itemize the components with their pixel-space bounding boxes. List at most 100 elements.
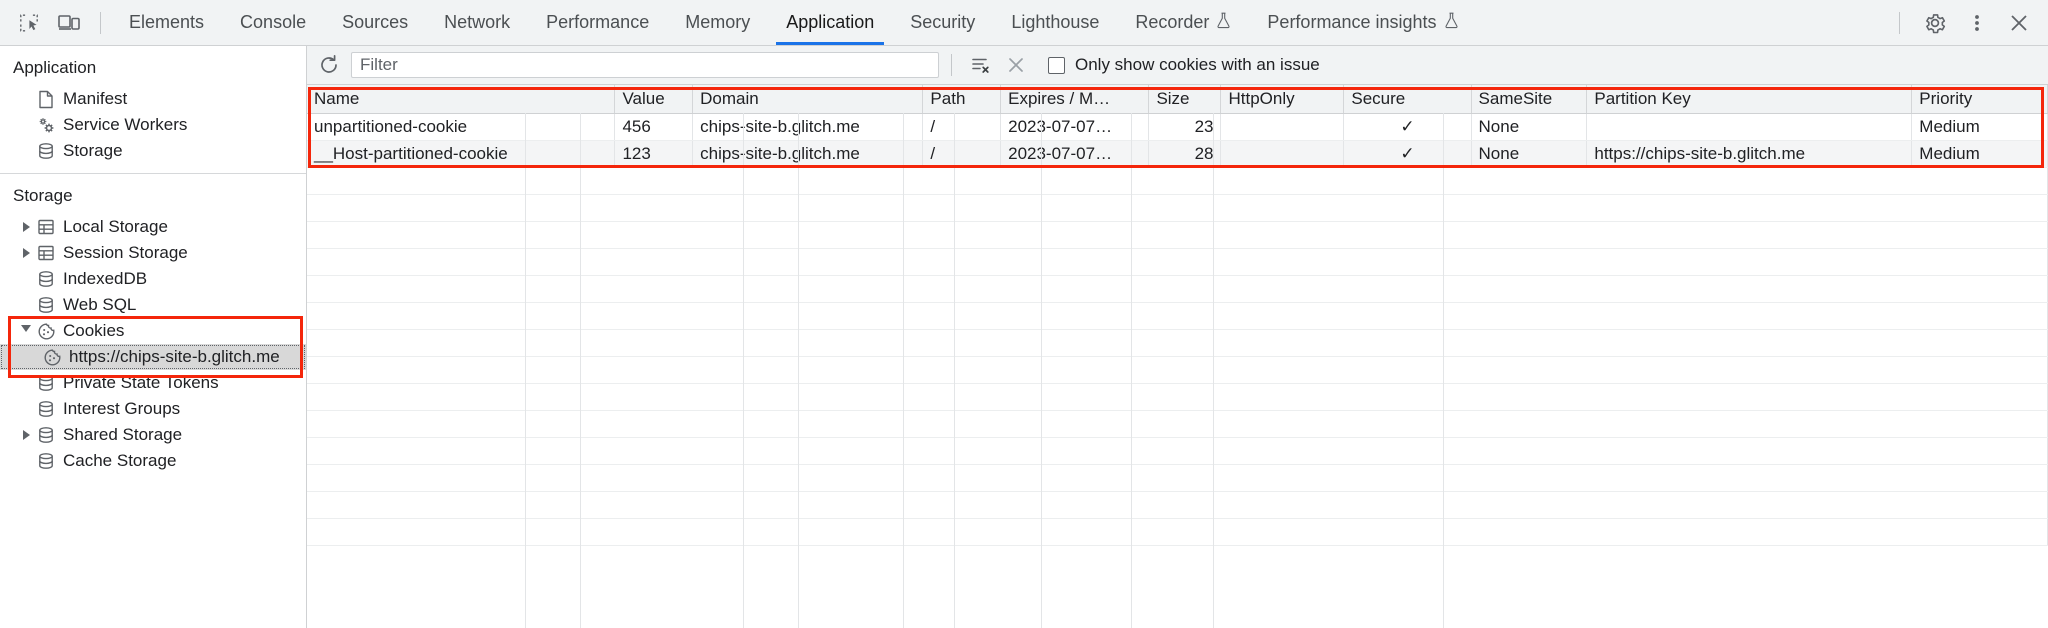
tab-label: Performance <box>546 12 650 32</box>
column-header-priority[interactable]: Priority <box>1911 85 2048 114</box>
chevron-right-icon[interactable] <box>18 245 34 261</box>
tab-label: Sources <box>342 12 409 32</box>
tab-recorder[interactable]: Recorder <box>1117 0 1249 45</box>
table-row[interactable]: unpartitioned-cookie 456 chips-site-b.gl… <box>307 113 2048 141</box>
tab-performance-insights[interactable]: Performance insights <box>1249 0 1476 45</box>
chevron-right-icon[interactable] <box>18 427 34 443</box>
tab-console[interactable]: Console <box>222 0 324 45</box>
tab-lighthouse[interactable]: Lighthouse <box>993 0 1117 45</box>
sidebar-item-manifest[interactable]: Manifest <box>0 86 306 112</box>
cell-partition-key[interactable]: https://chips-site-b.glitch.me <box>1586 140 1913 168</box>
column-header-name[interactable]: Name <box>307 85 616 114</box>
sidebar-section-storage: Storage Local Storage Session Storage <box>0 173 306 483</box>
tab-sources[interactable]: Sources <box>324 0 426 45</box>
column-header-partition-key[interactable]: Partition Key <box>1586 85 1913 114</box>
chevron-right-icon[interactable] <box>18 219 34 235</box>
tab-elements[interactable]: Elements <box>111 0 222 45</box>
column-header-path[interactable]: Path <box>922 85 1002 114</box>
clear-all-cookies-icon[interactable] <box>1000 50 1032 80</box>
column-header-size[interactable]: Size <box>1148 85 1222 114</box>
sidebar-item-service-workers[interactable]: Service Workers <box>0 112 306 138</box>
cell-secure[interactable]: ✓ <box>1343 140 1472 168</box>
cell-path[interactable]: / <box>922 113 1002 141</box>
sidebar-item-cache-storage[interactable]: Cache Storage <box>0 448 306 474</box>
device-toolbar-icon[interactable] <box>50 4 88 42</box>
cell-expires[interactable]: 2023-07-07… <box>1000 113 1150 141</box>
table-filler-row <box>307 167 2048 195</box>
clear-filter-icon[interactable] <box>964 50 996 80</box>
column-header-expires[interactable]: Expires / M… <box>1000 85 1150 114</box>
cell-path[interactable]: / <box>922 140 1002 168</box>
cookies-data-grid[interactable]: Name Value Domain Path Expires / M… Size… <box>307 85 2048 628</box>
sidebar-item-private-state-tokens[interactable]: Private State Tokens <box>0 370 306 396</box>
cell-partition-key[interactable] <box>1586 113 1913 141</box>
cell-name[interactable]: unpartitioned-cookie <box>307 113 616 141</box>
cell-priority[interactable]: Medium <box>1911 113 2048 141</box>
table-filler-row <box>307 437 2048 465</box>
gear-icon[interactable] <box>1916 4 1954 42</box>
sidebar-item-storage[interactable]: Storage <box>0 138 306 164</box>
cell-domain[interactable]: chips-site-b.glitch.me <box>692 140 924 168</box>
table-header-row: Name Value Domain Path Expires / M… Size… <box>307 85 2048 114</box>
inspect-element-icon[interactable] <box>10 4 48 42</box>
tab-label: Performance insights <box>1267 12 1437 32</box>
cell-domain[interactable]: chips-site-b.glitch.me <box>692 113 924 141</box>
tab-memory[interactable]: Memory <box>667 0 768 45</box>
kebab-menu-icon[interactable] <box>1958 4 1996 42</box>
cookies-panel: Filter <box>307 46 2048 628</box>
cell-priority[interactable]: Medium <box>1911 140 2048 168</box>
twisty-placeholder <box>18 453 34 469</box>
tab-network[interactable]: Network <box>426 0 528 45</box>
cell-samesite[interactable]: None <box>1471 140 1588 168</box>
sidebar-item-indexeddb[interactable]: IndexedDB <box>0 266 306 292</box>
column-header-secure[interactable]: Secure <box>1343 85 1472 114</box>
filter-input[interactable]: Filter <box>351 52 939 78</box>
cell-size[interactable]: 23 <box>1148 113 1222 141</box>
table-row[interactable]: __Host-partitioned-cookie 123 chips-site… <box>307 140 2048 168</box>
table-filler-row <box>307 329 2048 357</box>
sidebar-item-web-sql[interactable]: Web SQL <box>0 292 306 318</box>
close-icon[interactable] <box>2000 4 2038 42</box>
tab-bar-left-controls <box>0 0 111 45</box>
cell-httponly[interactable] <box>1220 113 1345 141</box>
column-header-domain[interactable]: Domain <box>692 85 924 114</box>
tab-performance[interactable]: Performance <box>528 0 667 45</box>
sidebar-item-local-storage[interactable]: Local Storage <box>0 214 306 240</box>
sidebar-item-shared-storage[interactable]: Shared Storage <box>0 422 306 448</box>
toolbar-divider <box>1899 11 1900 34</box>
sidebar-item-interest-groups[interactable]: Interest Groups <box>0 396 306 422</box>
table-icon <box>36 244 56 262</box>
tab-label: Console <box>240 12 307 32</box>
checkbox-box[interactable] <box>1048 56 1065 74</box>
table-filler-row <box>307 275 2048 303</box>
cell-value[interactable]: 123 <box>614 140 694 168</box>
refresh-icon[interactable] <box>313 50 345 80</box>
only-show-issues-checkbox[interactable]: Only show cookies with an issue <box>1048 55 1320 75</box>
cell-value[interactable]: 456 <box>614 113 694 141</box>
sidebar-item-session-storage[interactable]: Session Storage <box>0 240 306 266</box>
table-filler-row <box>307 518 2048 546</box>
devtools-tab-bar: Elements Console Sources Network Perform… <box>0 0 2048 46</box>
database-icon <box>36 296 56 314</box>
table-filler-row <box>307 302 2048 330</box>
cell-expires[interactable]: 2023-07-07… <box>1000 140 1150 168</box>
chevron-down-icon[interactable] <box>18 323 34 339</box>
column-header-samesite[interactable]: SameSite <box>1471 85 1588 114</box>
sidebar-item-label: Storage <box>63 141 123 160</box>
cell-secure[interactable]: ✓ <box>1343 113 1472 141</box>
column-header-value[interactable]: Value <box>614 85 694 114</box>
cell-samesite[interactable]: None <box>1471 113 1588 141</box>
cell-size[interactable]: 28 <box>1148 140 1222 168</box>
tab-label: Elements <box>129 12 205 32</box>
cell-httponly[interactable] <box>1220 140 1345 168</box>
column-header-httponly[interactable]: HttpOnly <box>1220 85 1345 114</box>
tab-application[interactable]: Application <box>768 0 892 45</box>
table-filler-row <box>307 491 2048 519</box>
cell-name[interactable]: __Host-partitioned-cookie <box>307 140 616 168</box>
sidebar-item-cookie-origin[interactable]: https://chips-site-b.glitch.me <box>0 344 306 370</box>
sidebar-item-label: Shared Storage <box>63 425 183 444</box>
sidebar-item-cookies[interactable]: Cookies <box>0 318 306 344</box>
tab-security[interactable]: Security <box>892 0 993 45</box>
cookie-icon <box>42 348 62 366</box>
sidebar-item-label: Web SQL <box>63 295 137 314</box>
